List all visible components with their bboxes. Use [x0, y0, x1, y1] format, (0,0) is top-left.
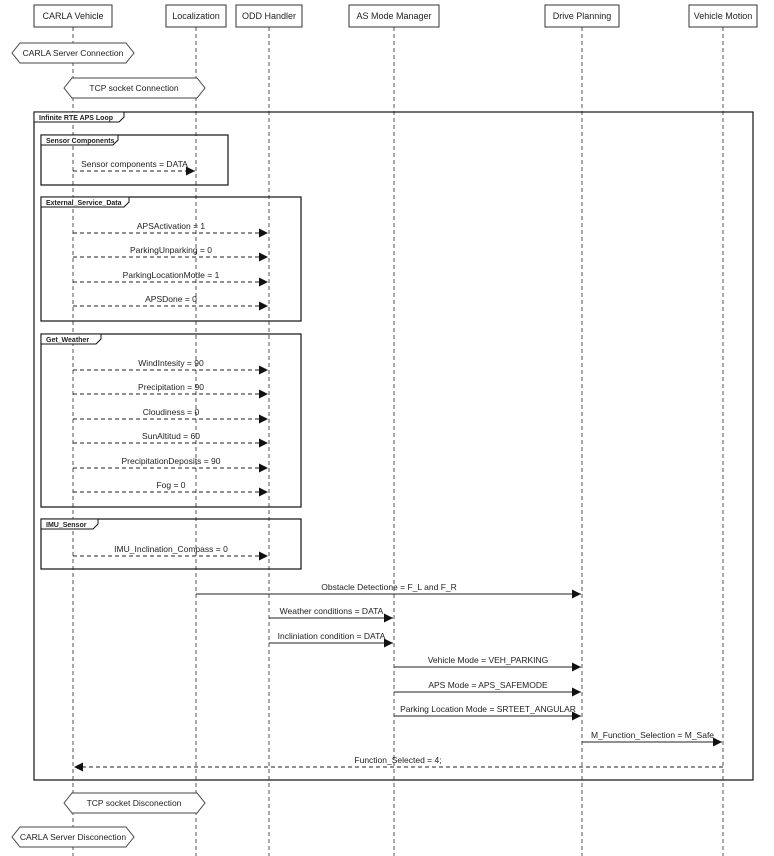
message-label: Fog = 0 [156, 480, 185, 490]
participant-drive-planning: Drive Planning [544, 4, 620, 28]
message-label: Obstacle Detectione = F_L and F_R [321, 582, 457, 592]
participant-label: CARLA Vehicle [42, 11, 103, 21]
message-label: Precipitation = 90 [138, 382, 204, 392]
messages: Sensor components = DATA APSActivation = … [73, 159, 723, 772]
message-12: Obstacle Detectione = F_L and F_R [196, 582, 581, 599]
participant-label: Vehicle Motion [694, 11, 753, 21]
message-19: Function_Selected = 4; [74, 755, 723, 772]
state-label: CARLA Server Disconection [20, 832, 127, 842]
fragment-label: Sensor Components [46, 138, 115, 145]
message-13: Weather conditions = DATA [269, 606, 393, 623]
message-label: Weather conditions = DATA [280, 606, 384, 616]
message-0: Sensor components = DATA [73, 159, 195, 176]
message-16: APS Mode = APS_SAFEMODE [394, 680, 581, 697]
message-7: Cloudiness = 0 [73, 407, 268, 424]
message-label: PrecipitationDeposits = 90 [122, 456, 221, 466]
state-tcp-socket-connection: TCP socket Connection [63, 77, 206, 99]
participant-label: AS Mode Manager [356, 11, 431, 21]
state-label: CARLA Server Connection [23, 48, 124, 58]
fragment-label: Get_Weather [46, 337, 89, 344]
message-label: M_Function_Selection = M_Safe [591, 730, 714, 740]
fragment-external-service-data: External_Service_Data [40, 196, 302, 322]
message-9: PrecipitationDeposits = 90 [73, 456, 268, 473]
participant-localization: Localization [165, 4, 227, 28]
message-5: WindIntesity = 90 [73, 358, 268, 375]
message-2: ParkingUnparking = 0 [73, 245, 268, 262]
message-3: ParkingLocationMode = 1 [73, 270, 268, 287]
fragment-get-weather: Get_Weather [40, 333, 302, 508]
message-label: Vehicle Mode = VEH_PARKING [428, 655, 549, 665]
message-label: Parking Location Mode = SRTEET_ANGULAR [400, 704, 576, 714]
fragment-sensor-components: Sensor Components [40, 134, 229, 186]
message-label: ParkingUnparking = 0 [130, 245, 212, 255]
fragment-label: IMU_Sensor [46, 522, 87, 529]
message-1: APSActivation = 1 [73, 221, 268, 238]
fragment-imu-sensor: IMU_Sensor [40, 518, 302, 570]
participant-vehicle-motion: Vehicle Motion [688, 4, 758, 28]
message-label: Sensor components = DATA [81, 159, 188, 169]
participant-label: ODD Handler [242, 11, 296, 21]
message-label: ParkingLocationMode = 1 [123, 270, 220, 280]
state-label: TCP socket Disconection [87, 798, 182, 808]
message-10: Fog = 0 [73, 480, 268, 497]
participant-label: Localization [172, 11, 220, 21]
message-14: Incliniation condition = DATA [269, 631, 393, 648]
participant-as-mode-manager: AS Mode Manager [348, 4, 440, 28]
message-4: APSDone = 0 [73, 294, 268, 311]
message-label: WindIntesity = 90 [138, 358, 204, 368]
message-17: Parking Location Mode = SRTEET_ANGULAR [394, 704, 581, 721]
state-tcp-socket-disconection: TCP socket Disconection [63, 792, 206, 814]
message-15: Vehicle Mode = VEH_PARKING [394, 655, 581, 672]
message-label: Function_Selected = 4; [354, 755, 441, 765]
lifelines [72, 27, 724, 856]
message-label: Cloudiness = 0 [143, 407, 200, 417]
message-11: IMU_Inclination_Compass = 0 [73, 544, 268, 561]
participant-label: Drive Planning [553, 11, 612, 21]
message-label: IMU_Inclination_Compass = 0 [114, 544, 228, 554]
state-carla-server-connection: CARLA Server Connection [11, 42, 135, 64]
message-label: Incliniation condition = DATA [278, 631, 386, 641]
loop-frame: Infinite RTE APS Loop [33, 111, 754, 781]
message-label: SunAltitud = 60 [142, 431, 200, 441]
message-label: APSDone = 0 [145, 294, 197, 304]
message-label: APSActivation = 1 [137, 221, 206, 231]
state-carla-server-disconection: CARLA Server Disconection [11, 826, 135, 848]
fragment-label: External_Service_Data [46, 200, 122, 207]
participant-odd-handler: ODD Handler [235, 4, 303, 28]
message-8: SunAltitud = 60 [73, 431, 268, 448]
message-label: APS Mode = APS_SAFEMODE [428, 680, 548, 690]
message-18: M_Function_Selection = M_Safe [582, 730, 722, 747]
participant-carla-vehicle: CARLA Vehicle [33, 4, 113, 28]
state-label: TCP socket Connection [89, 83, 178, 93]
message-6: Precipitation = 90 [73, 382, 268, 399]
loop-label: Infinite RTE APS Loop [39, 115, 113, 122]
